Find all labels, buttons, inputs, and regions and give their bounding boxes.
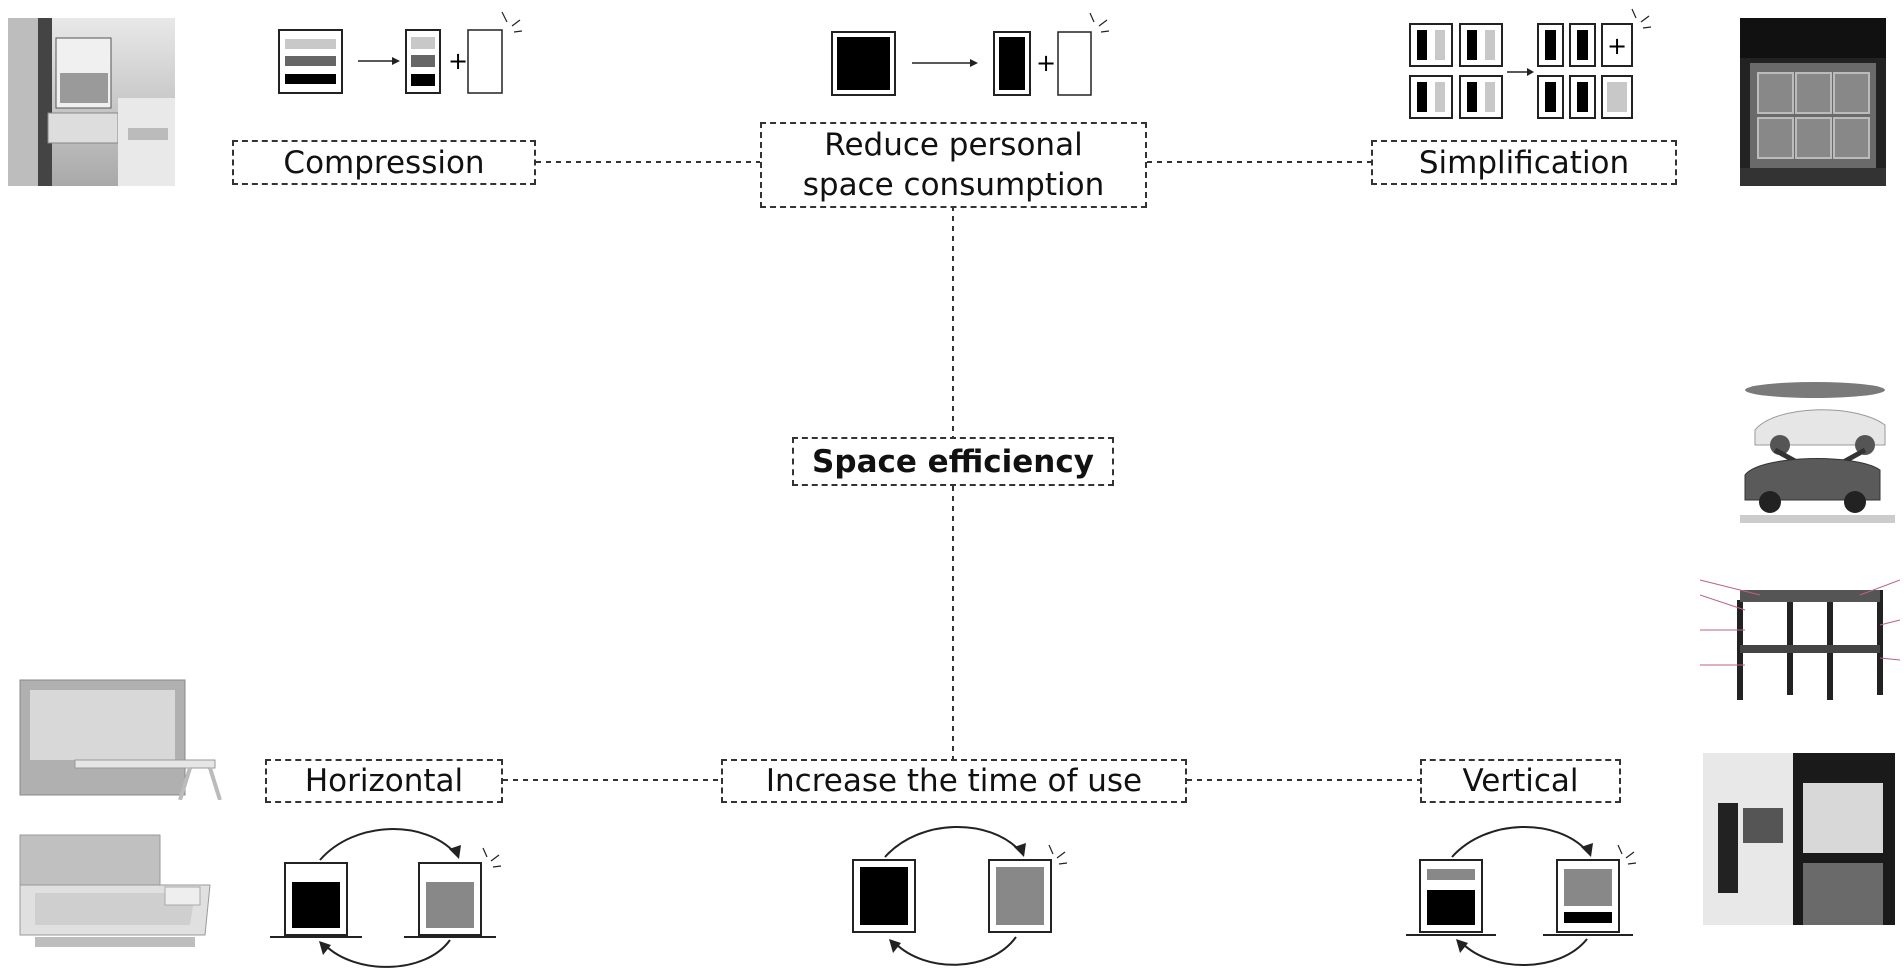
capsule-hotel-photo [1740, 18, 1886, 186]
vertical-cycle-icon [1406, 825, 1637, 966]
lift-structure-diagram-photo [1700, 570, 1900, 705]
horizontal-cycle-icon [270, 828, 502, 968]
reduce-diagram-icon: + [831, 12, 1110, 96]
node-compression: Compression [232, 140, 536, 185]
node-increase-time-label: Increase the time of use [765, 763, 1143, 799]
car-lift-photo [1735, 375, 1900, 535]
node-reduce-personal-space: Reduce personal space consumption [760, 122, 1147, 208]
plus-icon: + [448, 47, 468, 75]
node-vertical: Vertical [1420, 759, 1621, 803]
plus-icon: + [1607, 32, 1627, 60]
node-horizontal-label: Horizontal [304, 763, 464, 799]
node-horizontal: Horizontal [265, 759, 503, 803]
capsule-room-photo [8, 18, 175, 186]
node-increase-time-of-use: Increase the time of use [721, 759, 1187, 803]
node-space-efficiency: Space efficiency [792, 437, 1114, 486]
node-compression-label: Compression [283, 144, 485, 181]
simplification-diagram-icon: + [1409, 8, 1652, 119]
murphy-bed-photo [15, 825, 215, 955]
node-reduce-line2: space consumption [802, 167, 1105, 203]
node-simplification: Simplification [1371, 140, 1677, 185]
increase-time-cycle-icon [852, 825, 1068, 966]
murphy-desk-photo [15, 650, 235, 800]
plus-icon: + [1036, 49, 1056, 77]
interior-partition-photo [1703, 753, 1895, 925]
node-simplification-label: Simplification [1418, 144, 1630, 181]
node-reduce-line1: Reduce personal [824, 127, 1083, 163]
node-space-efficiency-label: Space efficiency [812, 443, 1094, 480]
node-vertical-label: Vertical [1462, 763, 1579, 799]
compression-diagram-icon: + [278, 11, 523, 94]
